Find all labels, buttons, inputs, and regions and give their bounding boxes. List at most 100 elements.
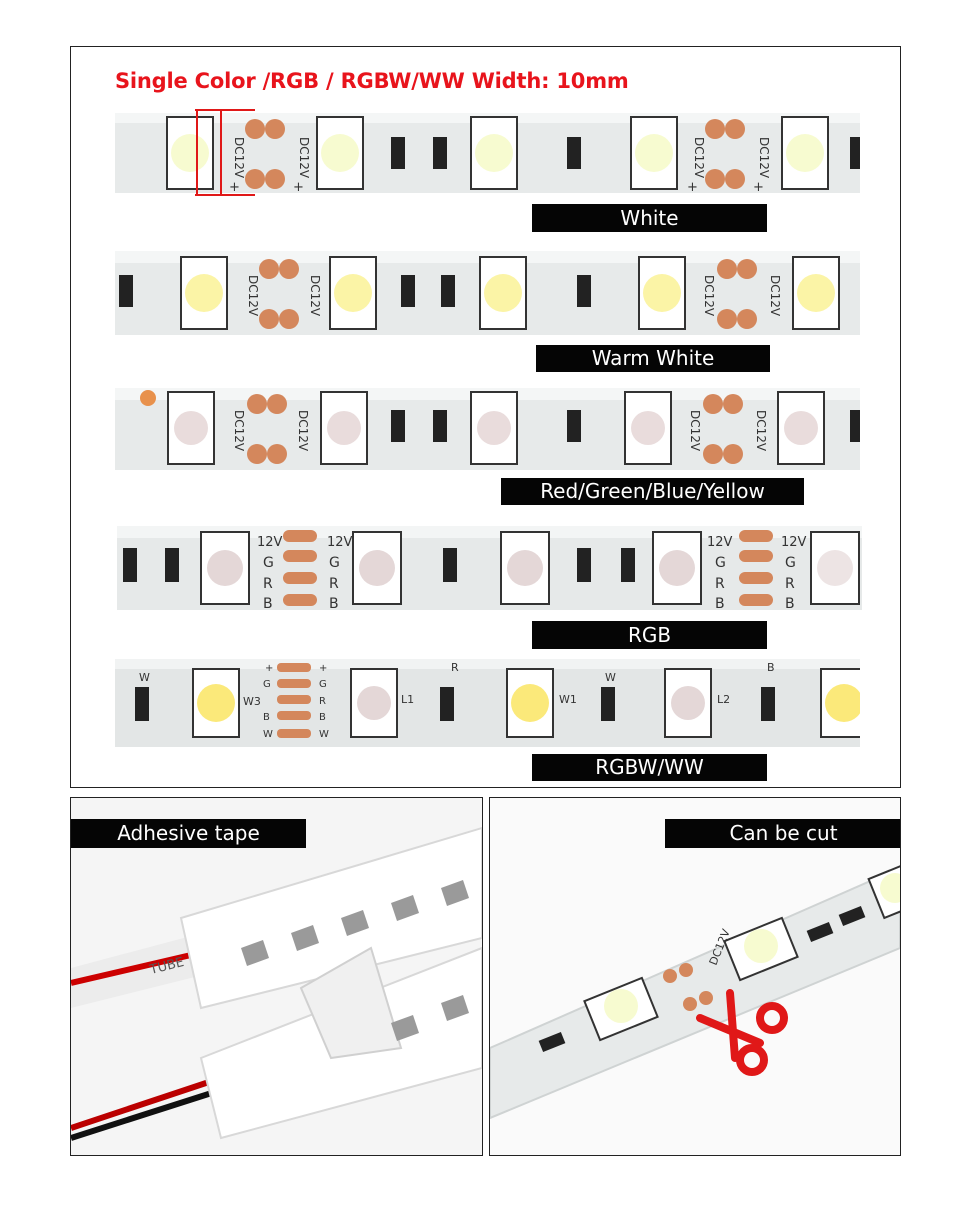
led-chip	[166, 116, 214, 190]
led-chip	[624, 391, 672, 465]
copper-pads	[247, 394, 743, 464]
strip-white: DC12V DC12V DC12V DC12V + + + +	[115, 107, 860, 199]
w3-marking: W3	[243, 695, 261, 708]
led-chip	[652, 531, 702, 605]
voltage-marking: DC12V	[757, 137, 771, 179]
led-chip	[320, 391, 368, 465]
strip-rgbw-image: W R W B	[115, 659, 860, 747]
strip-single-color-image: DC12V DC12V DC12V DC12V	[115, 388, 860, 470]
led-chip	[350, 668, 398, 738]
led-light	[171, 134, 209, 172]
plus-marking: +	[265, 663, 273, 674]
resistors	[391, 137, 860, 169]
plus-marking: +	[687, 180, 698, 195]
copper-pads	[283, 530, 773, 606]
strip-warm-white: DC12V DC12V DC12V DC12V	[115, 247, 860, 339]
g-marking: G	[263, 555, 274, 571]
led-chip	[867, 862, 900, 920]
scissors-icon	[696, 989, 788, 1076]
r-marking: R	[785, 576, 795, 592]
voltage-marking: 12V	[707, 535, 733, 550]
led-chip	[781, 116, 829, 190]
led-light	[174, 411, 208, 445]
voltage-marking: DC12V	[232, 410, 246, 452]
copper-pads	[245, 119, 745, 189]
b-marking: B	[319, 712, 326, 723]
led-chip	[192, 668, 240, 738]
led-chip	[329, 256, 377, 330]
voltage-marking: 12V	[257, 535, 283, 550]
resistors	[391, 410, 860, 442]
variant-label-warm-white: Warm White	[536, 345, 770, 372]
w-marking: W	[319, 729, 329, 740]
strip-warm-white-image: DC12V DC12V DC12V DC12V	[115, 251, 860, 335]
g-marking: G	[715, 555, 726, 571]
resistors	[123, 548, 635, 582]
voltage-marking: DC12V	[246, 275, 260, 317]
adhesive-tape-photo: TUBE	[71, 798, 482, 1155]
b-marking: B	[767, 661, 775, 674]
g-marking: G	[263, 679, 271, 690]
led-chip	[638, 256, 686, 330]
plus-marking: +	[753, 180, 764, 195]
can-be-cut-panel: DC12V Can be cut	[489, 797, 901, 1156]
w-marking: W	[139, 671, 150, 684]
led-chip	[479, 256, 527, 330]
b-marking: B	[263, 712, 270, 723]
voltage-marking: DC12V	[754, 410, 768, 452]
led-chip	[200, 531, 250, 605]
strip-rgbw: W R W B	[115, 657, 860, 749]
strip-variants-panel: Single Color /RGB / RGBW/WW Width: 10mm	[70, 46, 901, 788]
led-chip	[180, 256, 228, 330]
feature-label-adhesive: Adhesive tape	[71, 819, 306, 848]
voltage-marking: DC12V	[297, 137, 311, 179]
feature-label-cut: Can be cut	[665, 819, 900, 848]
led-chip	[723, 916, 799, 982]
w-marking: W	[605, 671, 616, 684]
voltage-marking: 12V	[781, 535, 807, 550]
resistors	[135, 687, 775, 721]
r-marking: R	[451, 661, 459, 674]
voltage-marking: DC12V	[688, 410, 702, 452]
led-chip	[500, 531, 550, 605]
led-light	[185, 274, 223, 312]
copper-pads	[663, 963, 713, 1011]
led-chip	[810, 531, 860, 605]
cut-width-marker	[195, 109, 255, 196]
led-chip	[792, 256, 840, 330]
g-marking: G	[785, 555, 796, 571]
led-chip	[316, 116, 364, 190]
l2-marking: L2	[717, 693, 730, 706]
adhesive-tape-panel: TUBE Adhesive tape	[70, 797, 483, 1156]
cut-strip-photo: DC12V	[490, 798, 900, 1155]
led-chip	[777, 391, 825, 465]
led-light	[207, 550, 243, 586]
plus-marking: +	[229, 180, 240, 195]
led-chip	[820, 668, 860, 738]
r-marking: R	[263, 576, 273, 592]
led-light	[197, 684, 235, 722]
led-chip	[352, 531, 402, 605]
w1-marking: W1	[559, 693, 577, 706]
led-chip	[470, 391, 518, 465]
variant-label-rgb: RGB	[532, 621, 767, 649]
variant-label-rgbw: RGBW/WW	[532, 754, 767, 781]
strip-rgb: 12V G R B 12V G R B 12V G R B 12V G R B	[117, 522, 862, 614]
plus-marking: +	[319, 663, 327, 674]
strip-white-image: DC12V DC12V DC12V DC12V + + + +	[115, 109, 860, 196]
voltage-marking: DC12V	[308, 275, 322, 317]
resistors	[119, 275, 591, 307]
variant-label-single-color: Red/Green/Blue/Yellow	[501, 478, 804, 505]
voltage-marking: DC12V	[296, 410, 310, 452]
r-marking: R	[329, 576, 339, 592]
voltage-marking: 12V	[327, 535, 353, 550]
copper-pads	[277, 663, 311, 738]
voltage-marking: DC12V	[232, 137, 246, 179]
led-chip	[470, 116, 518, 190]
led-chip	[583, 976, 659, 1042]
resistors	[538, 905, 866, 1053]
b-marking: B	[263, 596, 273, 612]
g-marking: G	[329, 555, 340, 571]
voltage-marking: DC12V	[692, 137, 706, 179]
voltage-marking: DC12V	[768, 275, 782, 317]
